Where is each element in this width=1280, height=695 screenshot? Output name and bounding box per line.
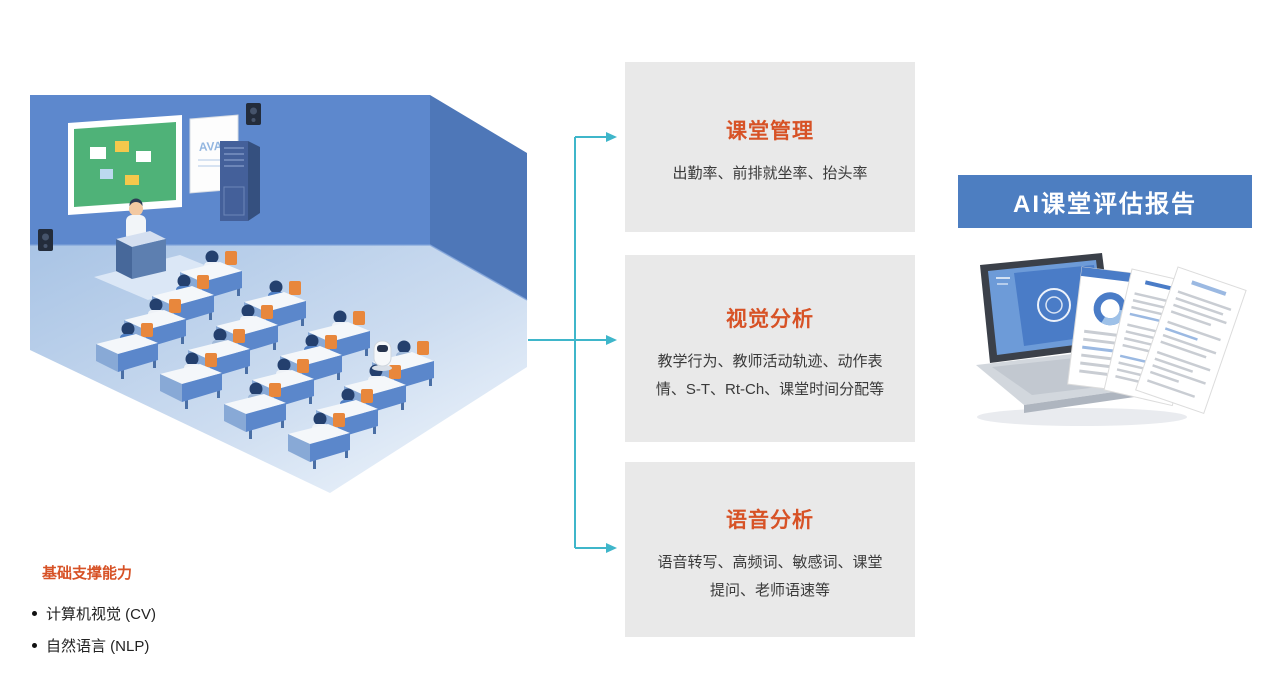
laptop-svg <box>976 253 1247 426</box>
arrow-head-icon <box>606 335 617 345</box>
report-laptop-illustration <box>952 243 1250 443</box>
classroom-illustration: AVA <box>30 95 530 495</box>
arrow-head-icon <box>606 543 617 553</box>
module-title: 视觉分析 <box>726 307 814 331</box>
report-banner: AI课堂评估报告 <box>958 175 1252 228</box>
foundation-section: 基础支撑能力 计算机视觉 (CV) 自然语言 (NLP) <box>32 562 156 667</box>
screen-label: AVA <box>198 139 223 154</box>
classroom-svg: AVA <box>30 95 528 493</box>
server-cabinet <box>220 141 260 221</box>
module-card-visual-analysis: 视觉分析 教学行为、教师活动轨迹、动作表情、S-T、Rt-Ch、课堂时间分配等 <box>625 255 915 442</box>
bullet-dot-icon <box>32 611 37 616</box>
bullet-dot-icon <box>32 643 37 648</box>
report-banner-title: AI课堂评估报告 <box>1013 191 1197 218</box>
report-page <box>1135 266 1247 414</box>
module-card-classroom-management: 课堂管理 出勤率、前排就坐率、抬头率 <box>625 62 915 232</box>
foundation-item: 计算机视觉 (CV) <box>32 603 156 624</box>
module-desc: 教学行为、教师活动轨迹、动作表情、S-T、Rt-Ch、课堂时间分配等 <box>655 352 885 399</box>
foundation-item-label: 计算机视觉 (CV) <box>46 606 156 623</box>
module-card-speech-analysis: 语音分析 语音转写、高频词、敏感词、课堂提问、老师语速等 <box>625 462 915 637</box>
foundation-item: 自然语言 (NLP) <box>32 635 156 656</box>
robot-icon <box>372 340 392 371</box>
arrow-head-icon <box>606 132 617 142</box>
foundation-item-label: 自然语言 (NLP) <box>46 638 150 655</box>
module-title: 课堂管理 <box>726 120 814 144</box>
flow-arrows <box>528 132 617 553</box>
module-desc: 语音转写、高频词、敏感词、课堂提问、老师语速等 <box>657 553 883 600</box>
speaker-icon <box>246 103 261 125</box>
module-desc: 出勤率、前排就坐率、抬头率 <box>672 165 868 183</box>
podium <box>116 231 166 279</box>
foundation-title: 基础支撑能力 <box>42 565 133 582</box>
module-title: 语音分析 <box>726 508 814 532</box>
speaker-icon <box>38 229 53 251</box>
blackboard <box>68 115 182 215</box>
